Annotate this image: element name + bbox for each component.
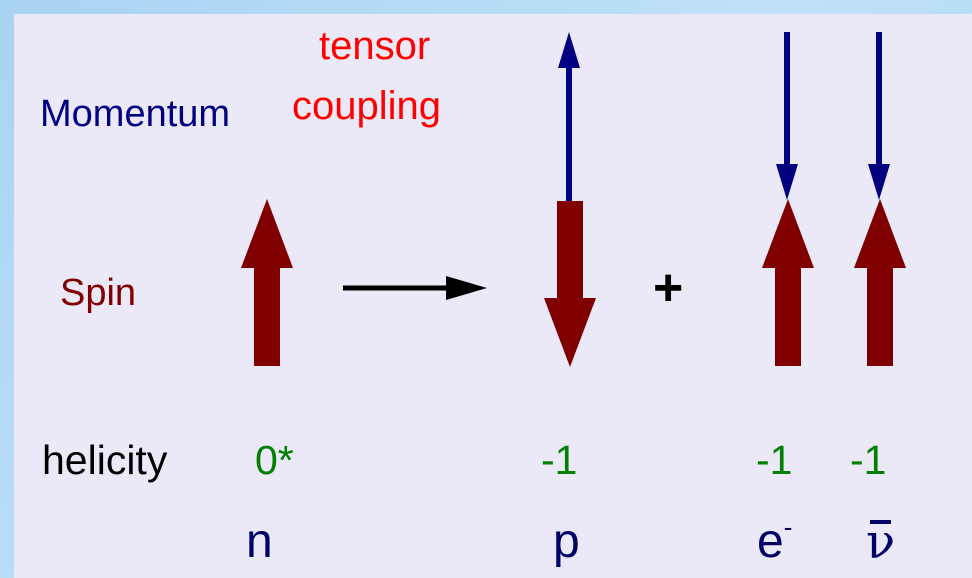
proton-spin-arrow [544, 201, 596, 367]
antineutrino-momentum-arrow [868, 32, 890, 200]
tensor-label: tensor [319, 24, 431, 68]
electron-symbol: e [757, 515, 784, 568]
proton-momentum-arrow [558, 32, 580, 202]
reaction-arrow [343, 276, 487, 300]
neutron-spin-arrow [241, 199, 293, 366]
helicity-value-proton: -1 [541, 437, 578, 483]
helicity-value-antineutrino: -1 [850, 437, 887, 483]
electron-spin-arrow [762, 199, 814, 366]
spin-label: Spin [60, 272, 137, 314]
antineutrino-symbol: ν [866, 514, 896, 570]
content-panel [14, 14, 972, 578]
coupling-label: coupling [292, 84, 442, 128]
particle-neutron: n [246, 515, 273, 568]
helicity-value-neutron: 0* [255, 437, 294, 483]
particle-antineutrino: ν [866, 518, 895, 566]
electron-charge: - [783, 512, 793, 542]
antineutrino-spin-arrow [854, 199, 906, 366]
particle-proton: p [553, 515, 580, 568]
helicity-label: helicity [42, 437, 168, 483]
helicity-value-electron: -1 [756, 437, 793, 483]
particle-electron: e- [757, 514, 792, 568]
plus-sign: + [653, 259, 684, 317]
momentum-label: Momentum [40, 93, 231, 135]
electron-momentum-arrow [776, 32, 798, 200]
